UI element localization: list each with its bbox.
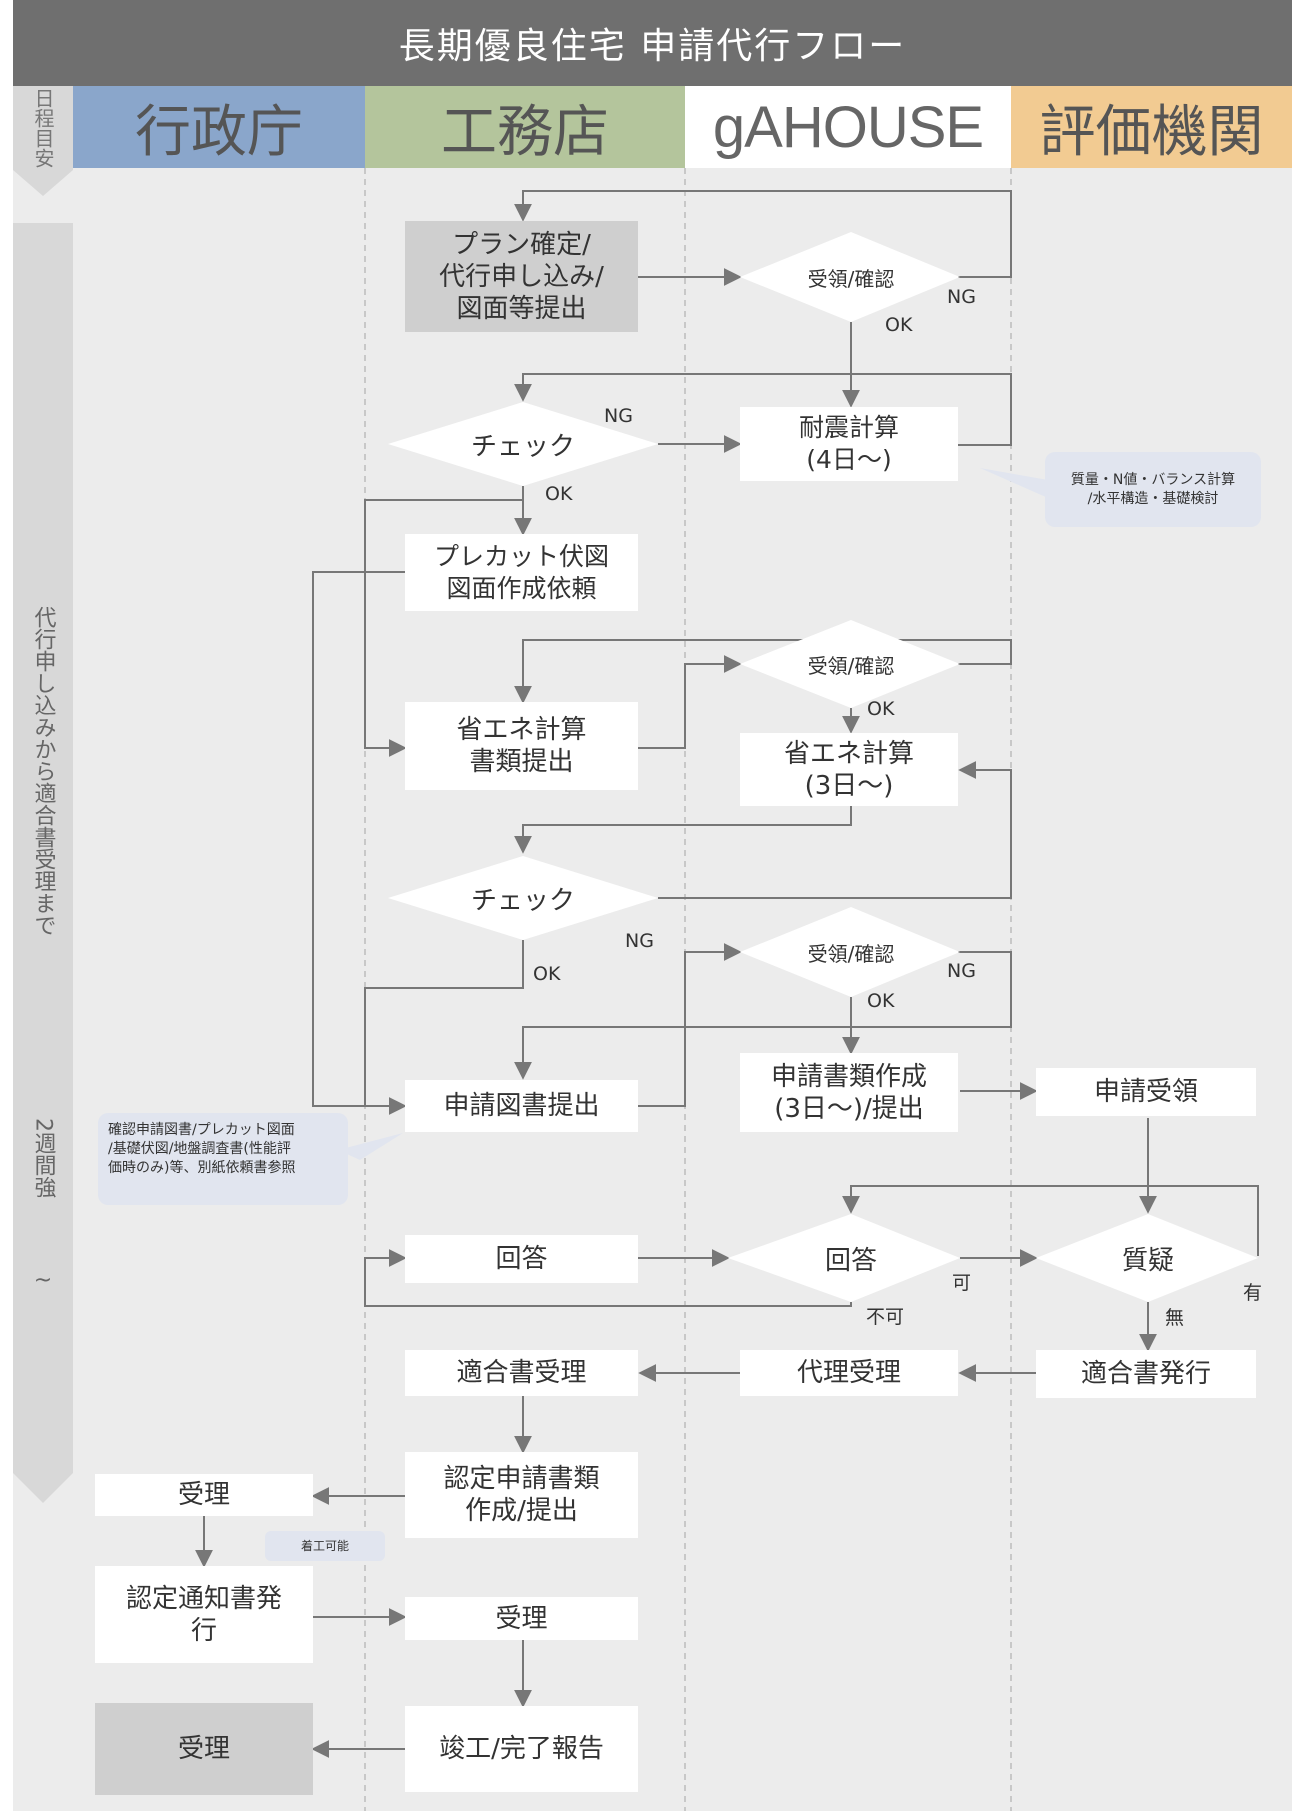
note-start: 着工可能 (265, 1531, 385, 1561)
gahouse-logo: gAHOUSE (712, 94, 984, 160)
edge-label-ng-1: NG (947, 286, 976, 308)
node-cert-app-docs-text: 認定申請書類 作成/提出 (443, 1464, 600, 1526)
node-completion-report: 竣工/完了報告 (405, 1706, 638, 1792)
node-precut-request-text: プレカット伏図 図面作成依頼 (433, 541, 609, 603)
node-conformity-issue: 適合書発行 (1036, 1350, 1256, 1398)
note-drawings: 確認申請図書/プレカット図面 /基礎伏図/地盤調査書(性能評 価時のみ)等、別紙… (98, 1113, 348, 1205)
node-app-docs-create-text: 申請書類作成 (3日〜)/提出 (770, 1061, 927, 1124)
diamond-receive-confirm-1 (740, 232, 960, 322)
node-gov-accept-1: 受理 (95, 1474, 313, 1516)
diamond-inquiry (1036, 1214, 1258, 1302)
diamond-receive-confirm-2 (740, 620, 960, 708)
node-cert-app-docs: 認定申請書類 作成/提出 (405, 1452, 638, 1538)
lane-header-gahouse: gAHOUSE (685, 86, 1011, 168)
node-cert-notice-text: 認定通知書発 行 (125, 1583, 282, 1646)
schedule-header: 日程目安 (13, 86, 73, 170)
schedule-header-label: 日程目安 (31, 88, 55, 168)
node-receive-confirm-3: 受領/確認 (807, 941, 895, 966)
node-gov-accept-2: 受理 (95, 1703, 313, 1795)
node-app-receive: 申請受領 (1036, 1068, 1256, 1116)
node-plan-submit: プラン確定/ 代行申し込み/ 図面等提出 (405, 221, 638, 332)
node-precut-request: プレカット伏図 図面作成依頼 (405, 534, 638, 611)
diamond-check-1 (388, 402, 658, 486)
diamond-receive-confirm-3 (740, 907, 960, 997)
edge-label-ok-4: OK (533, 963, 561, 985)
schedule-header-arrow (13, 170, 73, 196)
node-answer-gahouse: 回答 (824, 1245, 877, 1276)
edge-label-ng-2: NG (604, 405, 633, 427)
schedule-tilde: ~ (33, 1268, 53, 1293)
note-drawings-text: 確認申請図書/プレカット図面 /基礎伏図/地盤調査書(性能評 価時のみ)等、別紙… (108, 1122, 296, 1176)
node-receive-confirm-2: 受領/確認 (807, 653, 895, 678)
schedule-bar (13, 223, 73, 1473)
note-seismic: 質量・N値・バランス計算 /水平構造・基礎検討 (1045, 452, 1261, 527)
node-app-drawings-submit: 申請図書提出 (405, 1080, 638, 1132)
node-plan-submit-text: プラン確定/ 代行申し込み/ 図面等提出 (439, 229, 604, 324)
node-conformity-accept: 適合書受理 (405, 1350, 638, 1396)
page-title: 長期優良住宅 申請代行フロー (13, 0, 1292, 86)
edge-label-ng-4: NG (947, 960, 976, 982)
node-receive-confirm-1: 受領/確認 (807, 266, 895, 291)
schedule-duration-text: 2週間強 (30, 1118, 56, 1198)
lane-header-builder: 工務店 (365, 86, 685, 168)
node-builder-accept: 受理 (405, 1597, 638, 1640)
node-energy-calc: 省エネ計算 (3日〜) (740, 733, 958, 806)
schedule-period-text: 代行申し込みから適合書受理まで (30, 606, 56, 936)
node-energy-submit: 省エネ計算 書類提出 (405, 702, 638, 790)
schedule-duration: 2週間強 (13, 1118, 73, 1206)
node-check-1: チェック (470, 431, 575, 462)
node-energy-calc-text: 省エネ計算 (3日〜) (783, 738, 914, 801)
lane-header-evaluator: 評価機関 (1011, 86, 1292, 168)
node-energy-submit-text: 省エネ計算 書類提出 (456, 715, 587, 777)
edge-label-none: 無 (1165, 1307, 1185, 1329)
diamond-check-2 (388, 856, 658, 940)
edge-label-ok-2: OK (545, 483, 573, 505)
lane-header-gov: 行政庁 (73, 86, 365, 168)
node-cert-notice: 認定通知書発 行 (95, 1566, 313, 1663)
note-seismic-text: 質量・N値・バランス計算 /水平構造・基礎検討 (1070, 471, 1236, 507)
node-seismic-calc-text: 耐震計算 (4日〜) (798, 413, 899, 474)
edge-label-ng-3: NG (625, 930, 654, 952)
schedule-column: 日程目安 代行申し込みから適合書受理まで 2週間強 ~ (13, 86, 73, 1811)
node-seismic-calc: 耐震計算 (4日〜) (740, 407, 958, 481)
edge-label-allowed: 可 (952, 1272, 972, 1294)
node-answer-builder: 回答 (405, 1235, 638, 1283)
schedule-period-label: 代行申し込みから適合書受理まで (13, 606, 73, 944)
edge-label-ok-5: OK (867, 990, 895, 1012)
edge-label-not-allowed: 不可 (866, 1306, 905, 1328)
schedule-bar-arrow (13, 1473, 73, 1503)
node-check-2: チェック (470, 885, 575, 916)
node-proxy-accept: 代理受理 (740, 1350, 958, 1396)
node-app-docs-create: 申請書類作成 (3日〜)/提出 (740, 1053, 958, 1132)
node-inquiry: 質疑 (1121, 1245, 1174, 1276)
diamond-answer-gahouse (728, 1214, 960, 1302)
edge-label-ok-3: OK (867, 698, 895, 720)
edge-label-exists: 有 (1243, 1282, 1263, 1304)
edge-label-ok-1: OK (885, 314, 913, 336)
